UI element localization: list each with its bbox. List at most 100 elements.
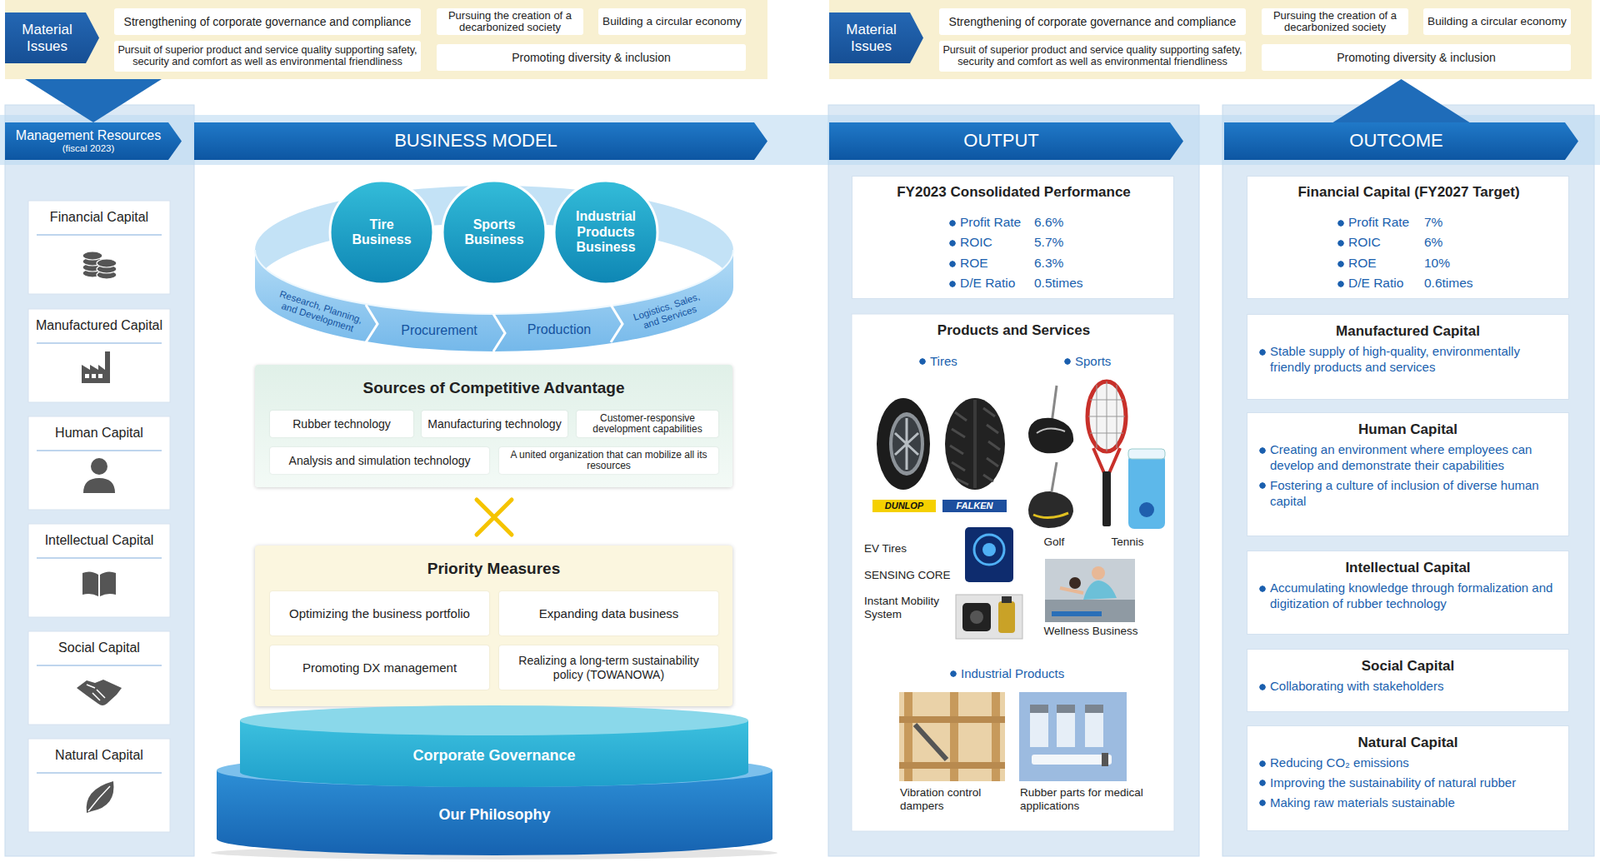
issues-band [829, 0, 1592, 80]
label-text: (fiscal 2023) [8, 143, 169, 155]
syringe [1031, 755, 1112, 765]
photo-person [1083, 580, 1117, 600]
bullet-text: Accumulating knowledge through formaliza… [1259, 580, 1557, 613]
capital-panel: Social CapitalCollaborating with stakeho… [1246, 649, 1570, 713]
photo-floor [1045, 600, 1135, 623]
priority-item: Expanding data business [499, 591, 719, 636]
target-panel: Financial Capital (FY2027 Target)Profit … [1246, 175, 1570, 300]
disk-outline [240, 705, 749, 788]
arrow-shape [1224, 122, 1579, 160]
metric-value: 0.5times [1034, 275, 1118, 292]
arrow-shape [829, 122, 1184, 160]
bullet-text: Improving the sustainability of natural … [1259, 775, 1557, 792]
medical-photo [1019, 692, 1127, 782]
label-text: Pursuit of superior product and service … [942, 45, 1243, 69]
factory-windows [85, 374, 103, 379]
person-icon [83, 478, 115, 494]
bullet-text: Collaborating with stakeholders [1259, 679, 1557, 695]
issue-box: Strengthening of corporate governance an… [114, 8, 421, 35]
card-background [28, 309, 170, 403]
issue-box: Pursuit of superior product and service … [114, 40, 421, 72]
ball-can [1128, 454, 1165, 530]
tire-rim [889, 412, 925, 476]
label-text: Research, Planning, and Development [274, 288, 364, 336]
issues-tag: Material Issues [5, 12, 100, 64]
product-label: Wellness Business [1032, 625, 1150, 639]
capital-panel: Human CapitalCreating an environment whe… [1246, 412, 1570, 537]
category-label: Industrial Products [950, 666, 1111, 682]
label-text: Pursuit of superior product and service … [117, 45, 418, 69]
business-circle: Industrial Products Business [552, 179, 660, 286]
club-accent [1033, 513, 1069, 519]
label-text: Industrial Products Business [562, 209, 650, 255]
racket-handle [1102, 471, 1111, 527]
label-text: Financial Capital [28, 209, 170, 225]
metric-value: 6.6% [1034, 215, 1118, 231]
panel-background [851, 314, 1175, 832]
circle-shape [554, 180, 658, 285]
issues-band [5, 0, 768, 80]
vial [1030, 712, 1104, 748]
label-text: Natural Capital [28, 747, 170, 764]
photo-arm [1060, 588, 1084, 594]
label-text: Procurement [389, 322, 490, 339]
leaf-icon [86, 781, 115, 814]
process-segment: Procurement [389, 320, 490, 341]
label-text: Promoting DX management [275, 660, 485, 676]
metric-name: ROE [1337, 255, 1432, 272]
header-arrow: BUSINESS MODEL [194, 122, 768, 160]
product-label: Rubber parts for medical applications [1020, 786, 1158, 814]
sealant-bottle [998, 601, 1015, 634]
label-text: OUTPUT [832, 130, 1170, 152]
tire-illustration [945, 398, 1005, 490]
label-text: Management Resources [8, 127, 169, 144]
can-lid [1128, 449, 1165, 460]
panel-heading: Natural Capital [1259, 735, 1557, 752]
label-text: Rubber technology [275, 417, 409, 432]
issue-box: Pursuit of superior product and service … [939, 40, 1246, 72]
product-label: Vibration control dampers [900, 786, 1009, 814]
governance-disk: Corporate Governance [240, 705, 749, 788]
label-text: Material Issues [10, 21, 85, 55]
advantage-item: Manufacturing technology [421, 410, 568, 438]
metric-value: 10% [1424, 255, 1508, 272]
issue-box: Pursuing the creation of a decarbonized … [1261, 8, 1409, 35]
capital-card: Social Capital [28, 631, 170, 725]
label-text: Strengthening of corporate governance an… [942, 15, 1243, 30]
label-text: Corporate Governance [240, 747, 749, 766]
issue-box: Promoting diversity & inclusion [1261, 44, 1571, 71]
metric-value: 7% [1424, 215, 1508, 231]
mobility-kit-photo [955, 595, 1023, 640]
issue-box: Building a circular economy [598, 8, 746, 35]
label-text: Intellectual Capital [28, 532, 170, 549]
syringe-plunger [1101, 753, 1109, 767]
tennis-racket [1087, 381, 1126, 452]
metric-value: 6.3% [1034, 255, 1118, 272]
advantage-item: A united organization that can mobilize … [499, 447, 719, 475]
metric-name: D/E Ratio [949, 275, 1044, 292]
issue-box: Strengthening of corporate governance an… [939, 8, 1246, 35]
label-text: Material Issues [834, 21, 909, 55]
issue-box: Pursuing the creation of a decarbonized … [436, 8, 584, 35]
capital-card: Human Capital [28, 416, 170, 510]
business-circle: Sports Business [440, 179, 548, 286]
bullet-text: Reducing CO₂ emissions [1259, 755, 1557, 772]
bullet-text: Making raw materials sustainable [1259, 795, 1557, 812]
tire-groove [973, 400, 977, 489]
capital-card: Manufactured Capital [28, 309, 170, 403]
process-segment: Logistics, Sales, and Services [622, 285, 714, 340]
arrow-shape [5, 122, 182, 160]
products-panel: Products and ServicesTiresSportsEV Tires… [851, 314, 1175, 832]
priority-item: Optimizing the business portfolio [270, 591, 490, 636]
label-text: Social Capital [28, 640, 170, 656]
card-background [28, 631, 170, 725]
vial-stopper [1030, 705, 1104, 714]
priority-box: Priority MeasuresOptimizing the business… [255, 545, 733, 707]
capital-panel: Natural CapitalReducing CO₂ emissionsImp… [1246, 725, 1570, 832]
label-text: Our Philosophy [216, 806, 773, 825]
club-accent [1036, 428, 1065, 434]
sensing-core-icon [965, 527, 1014, 583]
label-text: Manufacturing technology [426, 417, 563, 432]
sensing-dot [982, 543, 996, 557]
product-label: SENSING CORE [864, 569, 963, 583]
